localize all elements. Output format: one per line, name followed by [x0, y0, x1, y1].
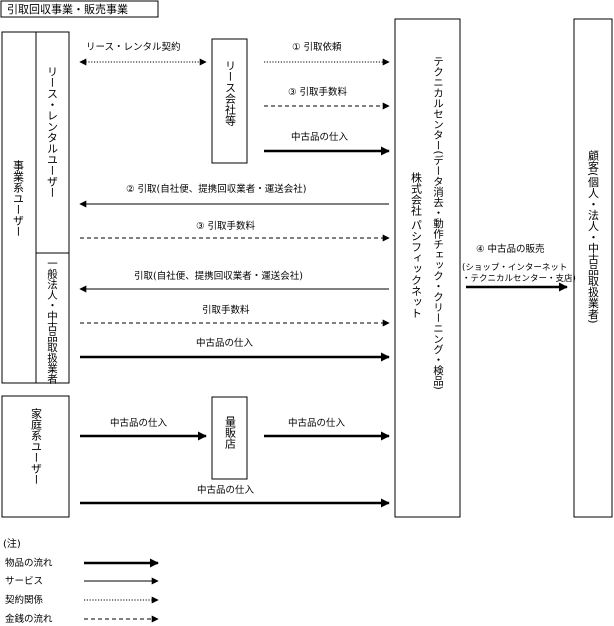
purchase-label-home-retailer: 中古品の仕入: [110, 417, 168, 429]
legend: (注) 物品の流れ サービス 契約関係 金銭の流れ: [3, 537, 159, 625]
home-users-box: [1, 395, 70, 518]
lease-company-label: リース会社等: [224, 60, 237, 126]
general-corporations-label: 一般法人・中古品取扱業者: [46, 258, 58, 385]
purchase-label-general: 中古品の仕入: [196, 337, 254, 349]
home-users-label: 家庭系ユーザー: [30, 407, 43, 485]
business-users-label: 事業系ユーザー: [12, 160, 25, 237]
fee-label-users: ③ 引取手数料: [196, 220, 256, 232]
pickup-label-lease: ② 引取(自社便、提携回収業者・運送会社): [126, 183, 306, 195]
customers-label: 顧客(個人・法人・中古品取扱業者): [587, 149, 600, 324]
legend-service-label: サービス: [5, 576, 43, 587]
company-box: [394, 18, 461, 518]
request-label: ① 引取依頼: [292, 41, 342, 53]
lease-company-box: [211, 38, 248, 164]
legend-heading: (注): [3, 537, 21, 550]
legend-goods-label: 物品の流れ: [5, 557, 53, 569]
tech-center-label: テクニカルセンター(データ消去・動作チェック・クリーニング・検品): [432, 56, 444, 390]
customers-box: [573, 18, 613, 518]
fee-label-general: 引取手数料: [202, 304, 250, 316]
legend-contract-label: 契約関係: [5, 594, 44, 606]
lease-contract-label: リース・レンタル契約: [86, 41, 181, 53]
legend-money-label: 金銭の流れ: [5, 613, 53, 625]
sales-label: ④ 中古品の販売: [476, 243, 545, 255]
mass-retailer-box: [211, 396, 248, 480]
purchase-label-retailer-company: 中古品の仕入: [288, 417, 346, 429]
fee-label-lease: ③ 引取手数料: [288, 86, 348, 98]
sales-channels-line1: (ショップ・インターネット: [462, 263, 567, 273]
lease-rental-users-label: リース・レンタルユーザー: [46, 66, 59, 198]
company-name-label: 株式会社 パシフィックネット: [410, 171, 423, 319]
purchase-label-lease: 中古品の仕入: [291, 131, 349, 143]
diagram-title: 引取回収事業・販売事業: [7, 2, 128, 16]
purchase-label-home-direct: 中古品の仕入: [197, 484, 255, 496]
mass-retailer-label: 量販店: [224, 416, 237, 449]
pickup-label-general: 引取(自社便、提携回収業者・運送会社): [134, 270, 303, 282]
sales-channels-line2: ・テクニカルセンター・支店): [462, 273, 576, 284]
title-box: [0, 0, 159, 18]
